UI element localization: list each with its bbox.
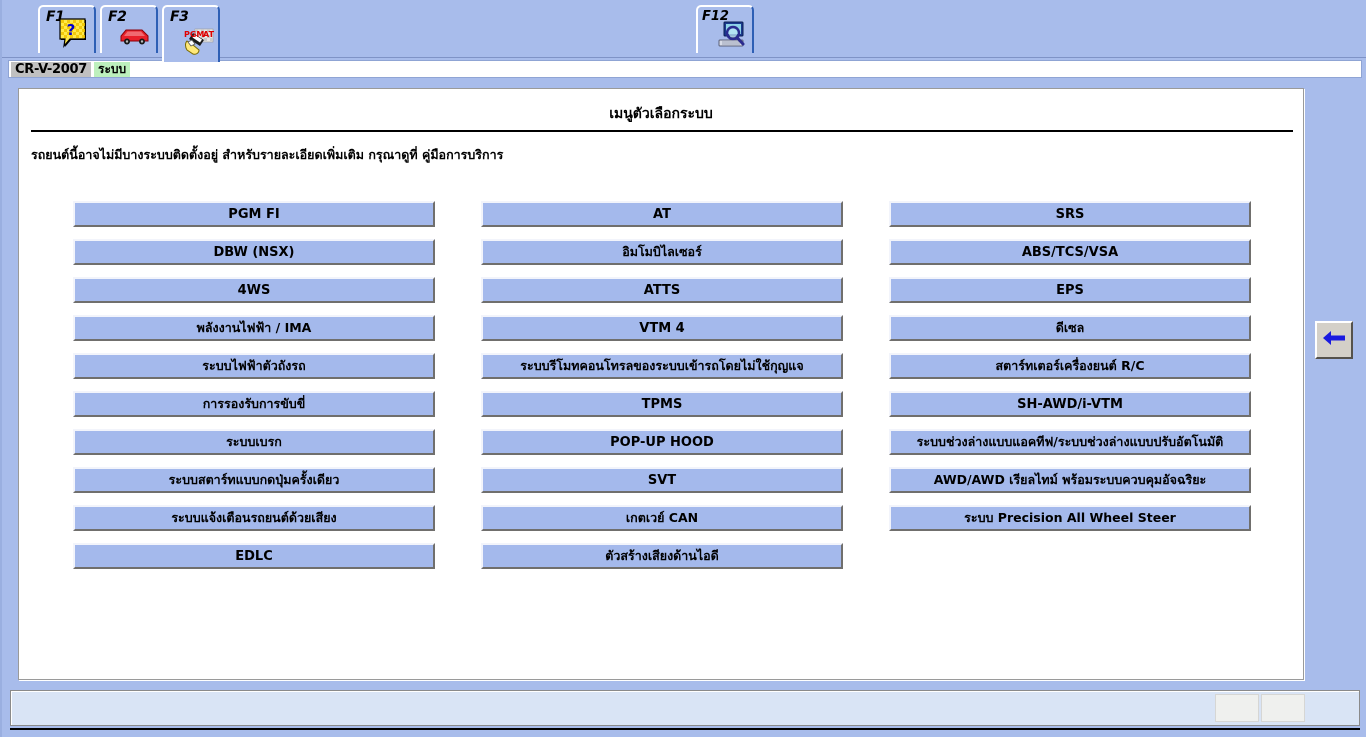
system-button[interactable]: POP-UP HOOD <box>481 429 843 455</box>
tab-f12-label: F12 <box>702 9 729 24</box>
status-bar <box>10 690 1360 726</box>
column-1: PGM FI DBW (NSX) 4WS พลังงานไฟฟ้า / IMA ระบบ… <box>73 201 435 569</box>
system-button[interactable]: DBW (NSX) <box>73 239 435 265</box>
system-button[interactable]: SH-AWD/i-VTM <box>889 391 1251 417</box>
system-button[interactable]: ดีเซล <box>889 315 1251 341</box>
system-button[interactable]: TPMS <box>481 391 843 417</box>
system-button[interactable]: ระบบไฟฟ้าตัวถังรถ <box>73 353 435 379</box>
tab-f3-label: F3 <box>170 9 189 25</box>
system-button[interactable]: EPS <box>889 277 1251 303</box>
system-button[interactable]: SRS <box>889 201 1251 227</box>
system-button[interactable]: ระบบสตาร์ทแบบกดปุ่มครั้งเดียว <box>73 467 435 493</box>
system-button[interactable]: ระบบช่วงล่างแบบแอคทีฟ/ระบบช่วงล่างแบบปรั… <box>889 429 1251 455</box>
function-key-tab-group: F1 <box>38 5 224 62</box>
system-button[interactable]: ระบบ Precision All Wheel Steer <box>889 505 1251 531</box>
system-button[interactable]: พลังงานไฟฟ้า / IMA <box>73 315 435 341</box>
system-button[interactable]: AWD/AWD เรียลไทม์ พร้อมระบบควบคุมอัจฉริย… <box>889 467 1251 493</box>
svg-text:PGM: PGM <box>184 30 204 39</box>
tab-f12-view[interactable]: F12 <box>696 5 754 53</box>
system-button[interactable]: VTM 4 <box>481 315 843 341</box>
status-bottom-divider <box>10 728 1360 730</box>
column-3: SRS ABS/TCS/VSA EPS ดีเซลสตาร์ทเตอร์เครื่อง… <box>889 201 1251 569</box>
system-button[interactable]: SVT <box>481 467 843 493</box>
page-title: เมนูตัวเลือกระบบ <box>609 106 713 122</box>
system-menu-panel: เมนูตัวเลือกระบบ รถยนต์นี้อาจไม่มีบางระบ… <box>18 88 1304 680</box>
help-question-icon: ? <box>55 18 91 50</box>
tab-f1-help[interactable]: F1 <box>38 5 96 53</box>
system-button[interactable]: ระบบเบรก <box>73 429 435 455</box>
svg-text:AT: AT <box>203 30 215 39</box>
system-button[interactable]: ระบบแจ้งเตือนรถยนต์ด้วยเสียง <box>73 505 435 531</box>
breadcrumb-model[interactable]: CR-V-2007 <box>11 61 91 77</box>
system-button[interactable]: 4WS <box>73 277 435 303</box>
svg-text:?: ? <box>67 21 76 39</box>
system-button-grid: PGM FI DBW (NSX) 4WS พลังงานไฟฟ้า / IMA ระบบ… <box>19 201 1303 569</box>
back-button[interactable] <box>1315 321 1353 359</box>
breadcrumb-section[interactable]: ระบบ <box>94 61 131 77</box>
system-button[interactable]: เกตเวย์ CAN <box>481 505 843 531</box>
tab-f2-vehicle[interactable]: F2 <box>100 5 158 53</box>
system-button[interactable]: ATTS <box>481 277 843 303</box>
tab-f3-system[interactable]: F3 <box>162 5 220 62</box>
system-button[interactable]: การรองรับการขับขี่ <box>73 391 435 417</box>
system-button[interactable]: AT <box>481 201 843 227</box>
title-divider <box>31 130 1293 132</box>
computer-magnifier-icon <box>713 19 749 51</box>
system-button[interactable]: ตัวสร้างเสียงด้านไอดี <box>481 543 843 569</box>
status-slot-2[interactable] <box>1261 694 1305 722</box>
tab-f2-label: F2 <box>108 9 127 25</box>
breadcrumb: CR-V-2007 ระบบ <box>8 60 1362 78</box>
system-button[interactable]: ABS/TCS/VSA <box>889 239 1251 265</box>
car-icon <box>117 18 153 50</box>
system-button[interactable]: ระบบรีโมทคอนโทรลของระบบเข้ารถโดยไม่ใช้กุ… <box>481 353 843 379</box>
column-2: AT อิมโมบิไลเซอร์ ATTS VTM 4 ระบบรีโมทคอนโทร… <box>481 201 843 569</box>
system-button[interactable]: สตาร์ทเตอร์เครื่องยนต์ R/C <box>889 353 1251 379</box>
status-slot-1[interactable] <box>1215 694 1259 722</box>
system-button[interactable]: อิมโมบิไลเซอร์ <box>481 239 843 265</box>
system-button[interactable]: EDLC <box>73 543 435 569</box>
pgm-at-hand-icon: PGM AT <box>179 27 215 59</box>
system-button[interactable]: PGM FI <box>73 201 435 227</box>
left-arrow-icon <box>1321 329 1347 351</box>
top-toolbar: F1 <box>2 0 1366 62</box>
panel-note: รถยนต์นี้อาจไม่มีบางระบบติดตั้งอยู่ สำหร… <box>31 147 504 162</box>
